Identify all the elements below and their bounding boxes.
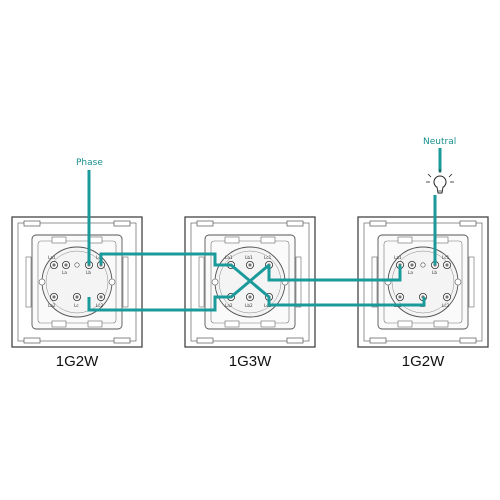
term-label: Lb2 [245,303,253,308]
switch-3-terminals [395,260,452,302]
neutral-label: Neutral [423,137,456,147]
term-label: Lc1 [264,255,272,260]
term-label: Lb1 [245,255,253,260]
wire-traveller-3 [267,265,402,282]
switch-1: La1 La Lb Lc1 La2 Lc Lc2 [11,216,143,348]
term-label: Lc1 [442,255,450,260]
term-label: La1 [225,255,233,260]
term-label: La2 [225,303,233,308]
switch-3-label: 1G2W [402,353,445,370]
light-bulb-icon [426,169,454,194]
wire-traveller-1 [99,252,231,267]
wire-traveller-4 [267,297,426,307]
wire-cross-2 [230,263,270,299]
phase-label: Phase [76,158,103,168]
term-label: Lc2 [96,303,104,308]
term-label: La [408,270,413,275]
term-label: La1 [48,255,56,260]
switch-1-label: 1G2W [56,353,99,370]
term-label: Lc [74,303,79,308]
term-label: La2 [48,303,56,308]
term-label: La1 [394,255,402,260]
switch-3: La1 La Lb Lc1 La2 Lc Lc2 [357,216,489,348]
term-label: La [62,270,67,275]
switch-1-terminals [49,260,106,302]
switch-2-label: 1G3W [229,353,272,370]
wires [87,148,442,312]
term-label: Lb [86,270,91,275]
term-label: Lc2 [442,303,450,308]
wire-traveller-2 [87,295,231,312]
term-label: Lb [432,270,437,275]
